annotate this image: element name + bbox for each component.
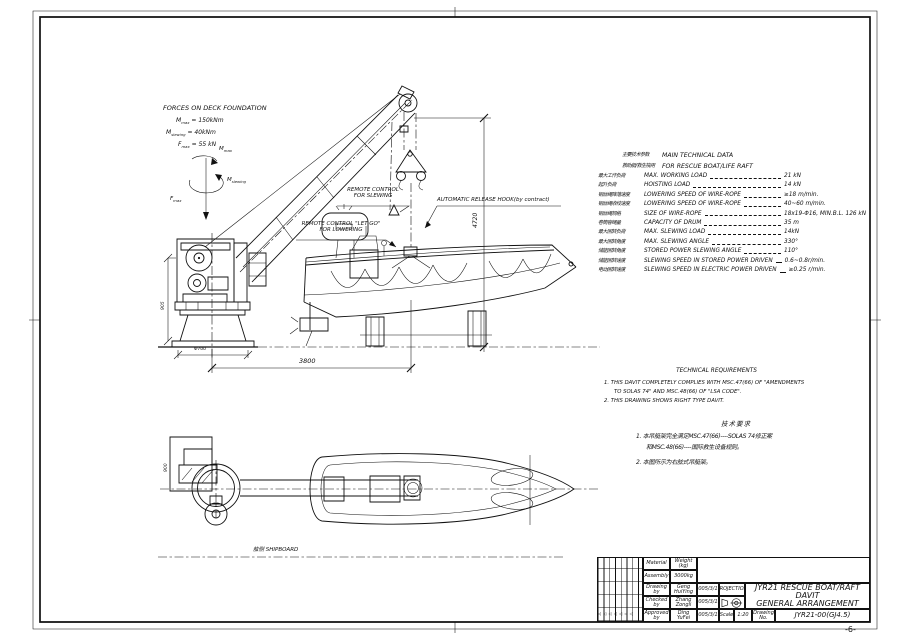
technical-requirements-en: TECHNICAL REQUIREMENTS 1. THIS DAVIT COM… [604,368,829,406]
sheet-border [29,7,881,633]
arrow-label-fmax: Fmax [170,196,182,204]
forces-title: FORCES ON DECK FOUNDATION [163,104,267,112]
plan-view [158,437,600,557]
tech-req-cn-item: 和MSC.48(66)----国际救生设备规则。 [646,444,743,451]
scale-label: Scale [719,609,734,622]
projection-label: PROJECTION [719,583,745,596]
dim-span: 3800 [299,357,316,365]
tech-req-cn-item: 1. 本吊艇架完全满足MSC.47(66)----SOLAS 74修正案 [636,433,772,440]
tech-data-title: 主要技术参数 MAIN TECHNICAL DATA [622,152,734,159]
drawing-title-line1: JYR21 RESCUE BOAT/RAFT DAVIT [754,583,861,600]
approved-by-label: Approved by [643,609,670,622]
arrow-label-mslewing: Mslewing [227,177,247,185]
callout-remote-letgo: REMOTE CONTROL "LET GO" FOR LOWERING [301,221,381,233]
drawing-no-label: Drawing No. [752,609,775,622]
force-row-mslewing: Mslewing = 40kNm [166,129,216,138]
dimension-lines [164,114,491,373]
force-row-mmax: Mmax = 150kNm [176,117,224,126]
davit-pedestal-elevation [172,233,266,360]
approved-by-name: Ding YuFei [670,609,697,622]
approved-date: 2005/3/11 [697,609,719,622]
drawn-by-label: Drawing by [643,583,670,596]
technical-requirements-cn: 技术要求 1. 本吊艇架完全满足MSC.47(66)----SOLAS 74修正… [636,418,836,468]
callout-release-hook: AUTOMATIC RELEASE HOOK(by contract) [437,197,550,203]
drawn-date: 2005/3/11 [697,583,719,596]
arrow-label-mmax: Mmax [219,146,233,154]
revision-table [597,557,643,622]
force-diagram [189,156,223,220]
assembly-label: Assembly [643,570,670,583]
drawing-title-line2: GENERAL ARRANGEMENT [756,599,859,608]
davit-boom-elevation [205,86,417,282]
tech-req-cn-item: 2. 本图所示为右舷式吊艇架。 [636,459,712,466]
callout-remote-slewing: REMOTE CONTROL FOR SLEWING [347,187,399,199]
page-number: -6- [845,625,856,634]
tech-req-item: 1. THIS DAVIT COMPLETELY COMPLIES WITH M… [604,380,805,386]
rescue-boat-elevation [290,204,576,346]
dim-plan-height: 900 [164,463,169,472]
title-block-empty-cell [697,557,870,583]
title-block: ◁◁◁◁◁◁◁ Material Weight (kg) Assembly 30… [597,557,870,622]
checked-by-label: Checked by [643,596,670,609]
revision-marks: ◁◁◁◁◁◁◁ [598,611,635,616]
checked-date: 2005/3/11 [697,596,719,609]
scale-value: 1:20 [734,609,752,622]
drawing-title: JYR21 RESCUE BOAT/RAFT DAVIT GENERAL ARR… [745,583,870,609]
dim-height: 4720 [472,212,479,228]
callout-leaders [296,206,561,247]
main-technical-data-table: 主要技术参数 MAIN TECHNICAL DATA 救助艇/救生筏用 FOR … [598,150,876,275]
assembly-weight: 3000kg [670,570,697,583]
dim-pedestal-height: 905 [161,301,166,310]
tech-req-title: TECHNICAL REQUIREMENTS [676,368,757,374]
tech-data-subtitle: 救助艇/救生筏用 FOR RESCUE BOAT/LIFE RAFT [622,163,753,170]
tech-req-item: 2. THIS DRAWING SHOWS RIGHT TYPE DAVIT. [604,398,725,404]
projection-symbol-cell [719,596,745,609]
drawn-by-name: Geng HuiYing [670,583,697,596]
dim-base-dia: Φ700 [194,347,207,352]
force-row-fmax: Fmax = 55 kN [178,141,217,150]
material-label: Material [643,557,670,570]
shipboard-label: 舷侧 SHIPBOARD [253,547,299,553]
checked-by-name: Zhang Zongli [670,596,697,609]
first-angle-projection-icon [721,597,743,608]
drawing-no: JYR21-00(GJ4.5) [775,609,870,622]
wire-rope-falls [389,112,430,268]
tech-req-item: TO SOLAS 74" AND MSC.48(66) OF "LSA CODE… [614,389,742,395]
tech-req-cn-title: 技术要求 [721,420,751,428]
weight-label: Weight (kg) [670,557,697,570]
